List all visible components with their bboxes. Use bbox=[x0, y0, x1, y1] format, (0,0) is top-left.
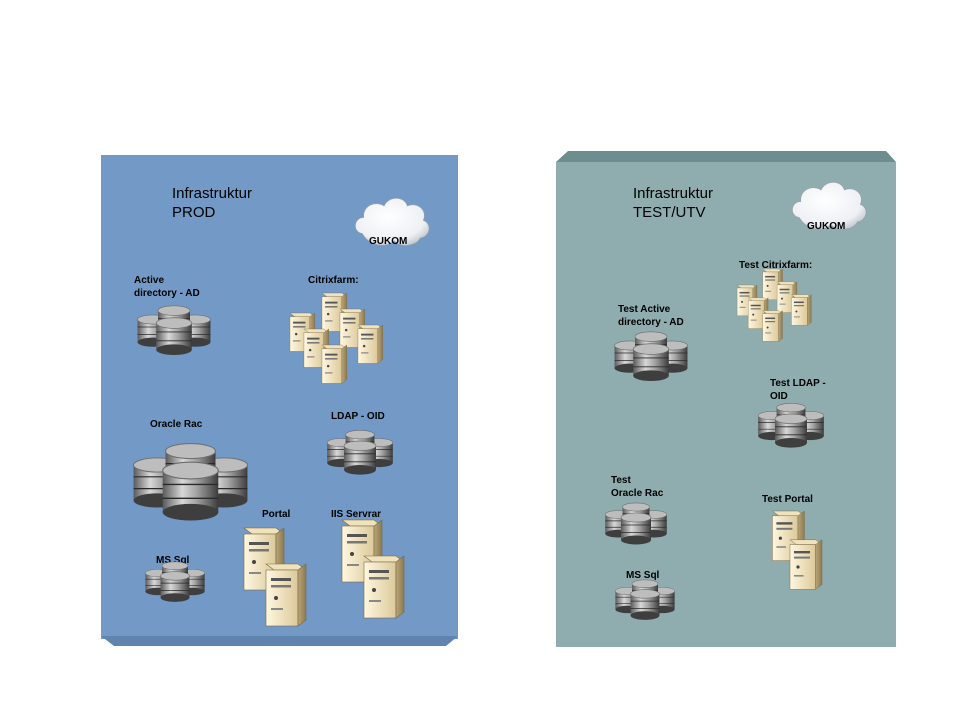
test-title-line1: Infrastruktur bbox=[633, 185, 714, 202]
prod-label-mssql: MS Sql bbox=[156, 555, 190, 566]
test-citrixfarm-servers-icon bbox=[736, 268, 812, 342]
test-ldap-database-icon bbox=[755, 401, 827, 459]
prod-citrixfarm-servers-icon bbox=[289, 292, 384, 384]
test-label-active-directory-1: Test Active bbox=[618, 304, 671, 315]
prod-mssql-database-icon bbox=[141, 560, 209, 612]
prod-ldap-database-icon bbox=[324, 428, 396, 486]
prod-portal-server-icon bbox=[243, 527, 307, 627]
test-label-ldap-1: Test LDAP - bbox=[770, 378, 826, 389]
test-cloud-label: GUKOM bbox=[807, 221, 846, 232]
prod-panel-top-edge bbox=[101, 155, 458, 159]
prod-label-ldap: LDAP - OID bbox=[331, 411, 385, 422]
prod-label-active-directory-1: Active bbox=[134, 275, 165, 286]
prod-active-directory-database-icon bbox=[134, 303, 214, 368]
prod-title-line1: Infrastruktur bbox=[172, 185, 253, 202]
test-title-line2: TEST/UTV bbox=[633, 204, 706, 221]
prod-label-portal: Portal bbox=[262, 509, 291, 520]
test-label-mssql: MS Sql bbox=[626, 570, 660, 581]
prod-panel-bottom-edge bbox=[101, 636, 458, 646]
test-label-oracle-rac-2: Oracle Rac bbox=[611, 488, 664, 499]
prod-iis-server-icon bbox=[341, 519, 405, 619]
prod-label-oracle-rac: Oracle Rac bbox=[150, 419, 203, 430]
prod-cloud-label: GUKOM bbox=[369, 236, 408, 247]
test-mssql-database-icon bbox=[611, 578, 679, 630]
prod-label-active-directory-2: directory - AD bbox=[134, 288, 200, 299]
cloud-icon bbox=[354, 197, 430, 246]
test-label-citrixfarm: Test Citrixfarm: bbox=[739, 260, 813, 271]
test-label-oracle-rac-1: Test bbox=[611, 475, 631, 486]
prod-title-line2: PROD bbox=[172, 204, 216, 221]
prod-label-citrixfarm: Citrixfarm: bbox=[308, 275, 359, 286]
prod-oracle-rac-database-icon bbox=[128, 440, 253, 540]
test-panel-top-edge bbox=[556, 151, 896, 162]
test-active-directory-database-icon bbox=[611, 329, 691, 394]
test-label-active-directory-2: directory - AD bbox=[618, 317, 684, 328]
test-label-portal: Test Portal bbox=[762, 494, 813, 505]
test-label-ldap-2: OID bbox=[770, 391, 788, 402]
test-portal-server-icon bbox=[772, 510, 823, 590]
prod-label-iis: IIS Servrar bbox=[331, 509, 382, 520]
test-oracle-rac-database-icon bbox=[602, 501, 670, 555]
